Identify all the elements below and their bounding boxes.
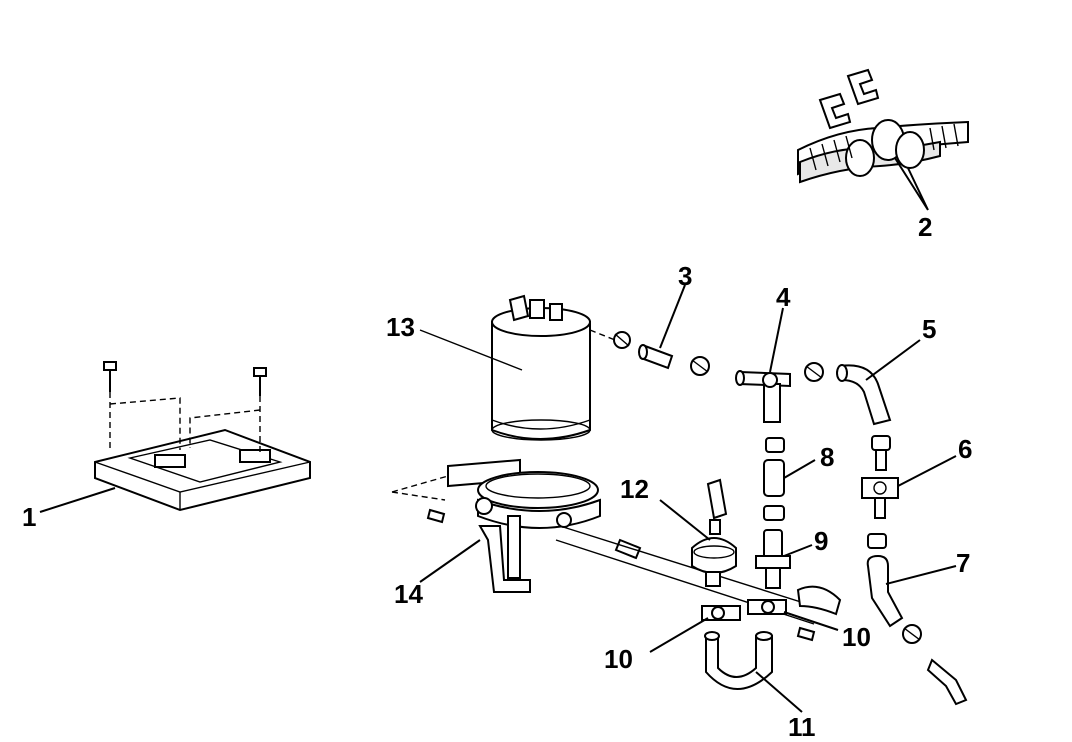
callout-10b: 10 bbox=[842, 622, 871, 652]
hose-clamp bbox=[613, 331, 631, 349]
routing-line-canister bbox=[589, 329, 616, 341]
leader-line-13 bbox=[419, 329, 523, 371]
t-fitting-part-4 bbox=[735, 370, 791, 423]
check-valve-part-6 bbox=[861, 435, 899, 519]
lower-hose-part-7 bbox=[866, 533, 968, 706]
vacuum-valve-part-12 bbox=[691, 478, 737, 587]
leader-line-1 bbox=[39, 487, 116, 513]
t-connector-part-10 bbox=[701, 599, 816, 642]
leader-line-5 bbox=[865, 339, 921, 381]
callout-8: 8 bbox=[820, 442, 834, 472]
bent-hose-part-5 bbox=[836, 364, 892, 426]
callout-7: 7 bbox=[956, 548, 970, 578]
leader-line-8 bbox=[783, 459, 816, 479]
routing-pipe bbox=[559, 525, 821, 609]
callout-1: 1 bbox=[22, 502, 36, 532]
bracket-clip bbox=[796, 585, 842, 616]
leader-line-11 bbox=[755, 671, 803, 713]
charcoal-canister-part-13 bbox=[491, 294, 591, 441]
hose-segment-part-8 bbox=[763, 437, 785, 521]
hose-clamp bbox=[690, 356, 710, 376]
callout-3: 3 bbox=[678, 261, 692, 291]
hose-clamp bbox=[804, 362, 824, 382]
leader-line-10b bbox=[783, 611, 839, 631]
short-hose-part-3 bbox=[638, 344, 674, 370]
callout-4: 4 bbox=[776, 282, 791, 312]
leader-line-10a bbox=[649, 617, 709, 653]
hose-bundle-part-2 bbox=[797, 68, 969, 184]
callout-9: 9 bbox=[814, 526, 828, 556]
callout-6: 6 bbox=[958, 434, 972, 464]
leader-line-12 bbox=[659, 499, 711, 541]
leader-line-7 bbox=[885, 565, 957, 585]
leader-line-4 bbox=[769, 307, 784, 373]
leader-line-6 bbox=[897, 455, 957, 487]
callout-5: 5 bbox=[922, 314, 936, 344]
canister-tray-part-1 bbox=[94, 361, 311, 512]
u-hose-part-11 bbox=[704, 631, 773, 690]
canister-bracket-part-14 bbox=[426, 458, 642, 593]
leader-line-14 bbox=[419, 539, 481, 583]
leader-line-3 bbox=[659, 284, 686, 349]
callout-14: 14 bbox=[394, 579, 423, 609]
routing-line-bracket bbox=[391, 475, 449, 501]
callout-10a: 10 bbox=[604, 644, 633, 674]
leader-line-2 bbox=[894, 157, 929, 211]
leader-line-9 bbox=[783, 544, 813, 557]
callout-12: 12 bbox=[620, 474, 649, 504]
callout-11: 11 bbox=[788, 712, 816, 742]
callout-2: 2 bbox=[918, 212, 932, 242]
callout-13: 13 bbox=[386, 312, 415, 342]
fitting-part-9 bbox=[755, 529, 791, 589]
